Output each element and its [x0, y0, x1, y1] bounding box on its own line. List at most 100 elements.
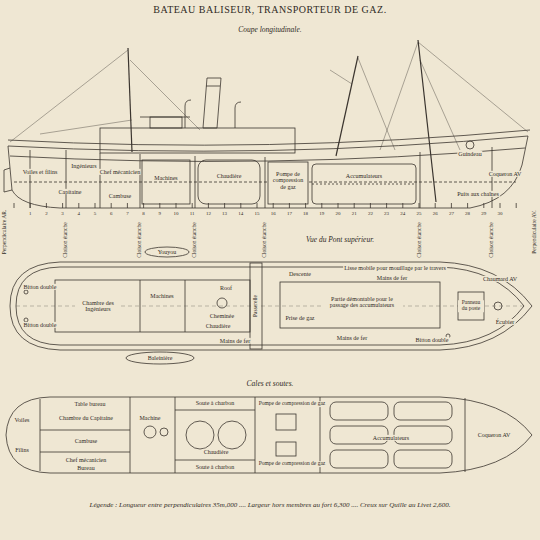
frame-tick: [419, 203, 420, 208]
part-label: Panneau du poste: [458, 300, 484, 312]
room-label: Cambuse: [108, 193, 132, 199]
fore-hatch: [458, 292, 484, 320]
room-label: Chaudière: [205, 323, 232, 329]
hold-partition: [255, 397, 256, 473]
accumulator-tank: [312, 164, 416, 204]
gangway: [250, 263, 262, 349]
boiler-plan: [186, 421, 214, 449]
roof: [100, 128, 295, 153]
main-deck: [10, 148, 525, 161]
bollard: [24, 290, 28, 294]
frame-number: 8: [141, 211, 146, 216]
part-label: Machine: [139, 415, 162, 421]
hull-profile: [8, 136, 528, 208]
rigging: [380, 42, 418, 150]
frame-number: 23: [383, 211, 390, 216]
frame-number: 26: [432, 211, 439, 216]
frame-tick: [14, 203, 15, 208]
cabin-partition: [30, 150, 31, 208]
frame-number: 13: [221, 211, 228, 216]
gas-pump: [268, 162, 308, 204]
frame-number: 20: [335, 211, 342, 216]
rigging: [130, 60, 200, 130]
bulkhead: [265, 157, 266, 208]
part-label: Bitton double: [23, 284, 58, 290]
hold-partition: [175, 460, 255, 461]
view-heading: Cales et soutes.: [246, 380, 295, 388]
frame-number: 7: [125, 211, 130, 216]
engine-symbol: [144, 426, 156, 438]
frame-number: 18: [302, 211, 309, 216]
part-label: Chaumard AV: [482, 276, 518, 282]
room-label: Chef mécanicien: [99, 169, 141, 175]
room-label: Coqueron AV: [477, 432, 512, 438]
boiler: [198, 160, 260, 204]
view-heading: Vue du Pont supérieur.: [305, 236, 375, 244]
bulkhead-label: Cloison étanche: [489, 221, 495, 258]
mast: [128, 48, 132, 152]
view-heading: Coupe longitudinale.: [237, 26, 302, 34]
funnel-plan: [217, 298, 227, 308]
rudder: [4, 168, 12, 192]
part-label: Mains de fer: [219, 338, 251, 344]
rigging: [418, 42, 528, 132]
rigging: [420, 60, 460, 150]
frame-number: 28: [464, 211, 471, 216]
frame-tick: [127, 203, 128, 208]
room-label: Puits aux chaînes: [456, 191, 500, 197]
hold-partition: [465, 398, 466, 472]
room-label: Coqueron AV: [488, 171, 523, 177]
frame-tick: [500, 203, 501, 208]
hold-partition: [130, 397, 131, 473]
lifeboat: [126, 352, 194, 364]
bulkhead-label: Cloison étanche: [137, 221, 143, 258]
frame-number: 2: [44, 211, 49, 216]
hold-partition: [175, 410, 255, 411]
frame-number: 16: [270, 211, 277, 216]
rigging: [10, 50, 128, 142]
room-label: Chambre du Capitaine: [58, 415, 114, 421]
part-label: Guindeau: [457, 151, 482, 157]
frame-number: 12: [205, 211, 212, 216]
frame-number: 3: [60, 211, 65, 216]
frame-tick: [46, 203, 47, 208]
bulkhead-label: Cloison étanche: [192, 221, 198, 258]
funnel-band: [206, 86, 220, 87]
deckhouse-partition: [185, 280, 186, 332]
bulkhead: [66, 150, 67, 208]
room-label: Cambuse: [74, 438, 98, 444]
accumulator: [330, 450, 388, 468]
part-label: Passerelle: [253, 294, 259, 318]
boiler-plan: [218, 421, 246, 449]
frame-number: 15: [254, 211, 261, 216]
windlass: [466, 141, 474, 149]
deck-inner-line: [16, 267, 524, 345]
frame-tick: [451, 203, 452, 208]
frame-tick: [467, 203, 468, 208]
frame-tick: [483, 203, 484, 208]
part-label: Chaudière: [203, 449, 230, 455]
engine: [142, 160, 190, 204]
room-label: Capitaine: [58, 189, 83, 195]
room-label: Filins: [14, 447, 30, 453]
part-label: Roof: [219, 285, 233, 291]
hold-outline: [6, 397, 532, 473]
funnel: [203, 78, 221, 128]
part-label: Cheminée: [209, 313, 235, 319]
frame-number: 1: [28, 211, 33, 216]
frame-number: 9: [158, 211, 163, 216]
room-label: Accumulateurs: [345, 173, 383, 179]
hold-partition: [40, 399, 41, 471]
frame-tick: [435, 203, 436, 208]
pump-plan: [276, 414, 296, 430]
capstan: [494, 302, 502, 310]
reference-line-label: Perpendiculaire AR.: [2, 209, 8, 256]
frame-number: 10: [173, 211, 180, 216]
rigging: [10, 42, 528, 150]
hold-partition: [40, 397, 465, 473]
accumulator: [394, 402, 452, 420]
upper-deck-view: [10, 247, 532, 364]
pump-plan: [276, 442, 296, 456]
part-label: Prise de gaz: [285, 315, 316, 321]
frame-number: 11: [189, 211, 196, 216]
